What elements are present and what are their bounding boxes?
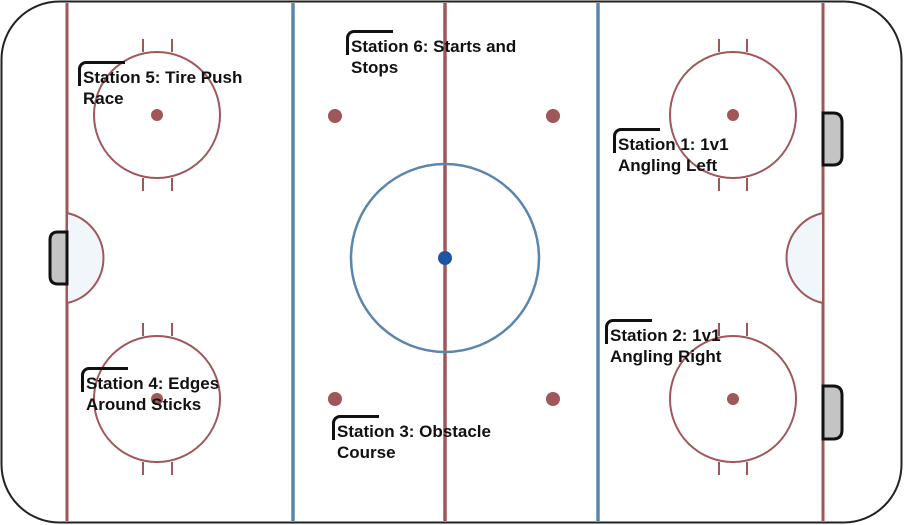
station-2-line-2: Angling Right	[610, 347, 722, 366]
station-4-line-1: Station 4: Edges	[86, 374, 220, 393]
station-2-line-1: Station 2: 1v1	[610, 326, 721, 345]
station-1-line-1: Station 1: 1v1	[618, 135, 729, 154]
left-goal-crease	[66, 211, 105, 305]
center-faceoff-circle	[349, 162, 541, 354]
station-2-label: Station 2: 1v1 Angling Right	[605, 319, 722, 367]
faceoff-dot-left-top	[151, 109, 163, 121]
right-goal-net-bottom	[821, 384, 844, 441]
label-corner-mark	[613, 128, 660, 153]
faceoff-circle-left-bottom	[93, 323, 221, 475]
neutral-dot-top-right	[546, 109, 560, 123]
label-corner-mark	[346, 30, 393, 55]
faceoff-dot-right-top	[727, 109, 739, 121]
label-corner-mark	[332, 415, 379, 440]
center-faceoff-dot	[438, 251, 452, 265]
faceoff-circle-right-bottom	[669, 323, 797, 475]
station-5-line-2: Race	[83, 89, 124, 108]
faceoff-dot-right-bottom	[727, 393, 739, 405]
left-goal-net	[48, 230, 69, 286]
right-goal-net-top	[821, 111, 844, 167]
neutral-dot-bottom-right	[546, 392, 560, 406]
neutral-dot-top-left	[328, 109, 342, 123]
faceoff-circle-left-top	[93, 39, 221, 191]
station-1-line-2: Angling Left	[618, 156, 718, 175]
right-goal-crease	[785, 211, 824, 305]
faceoff-dot-left-bottom	[151, 393, 163, 405]
station-1-label: Station 1: 1v1 Angling Left	[613, 128, 729, 176]
station-6-label: Station 6: Starts and Stops	[346, 30, 516, 78]
station-3-label: Station 3: Obstacle Course	[332, 415, 491, 463]
neutral-dot-bottom-left	[328, 392, 342, 406]
label-corner-mark	[78, 61, 125, 86]
station-4-label: Station 4: Edges Around Sticks	[81, 367, 220, 415]
station-3-line-2: Course	[337, 443, 396, 462]
station-4-line-2: Around Sticks	[86, 395, 202, 414]
faceoff-circle-right-top	[669, 39, 797, 191]
station-5-label: Station 5: Tire Push Race	[78, 61, 242, 109]
label-corner-mark	[81, 367, 128, 392]
station-6-line-2: Stops	[351, 58, 399, 77]
label-corner-mark	[605, 319, 652, 344]
